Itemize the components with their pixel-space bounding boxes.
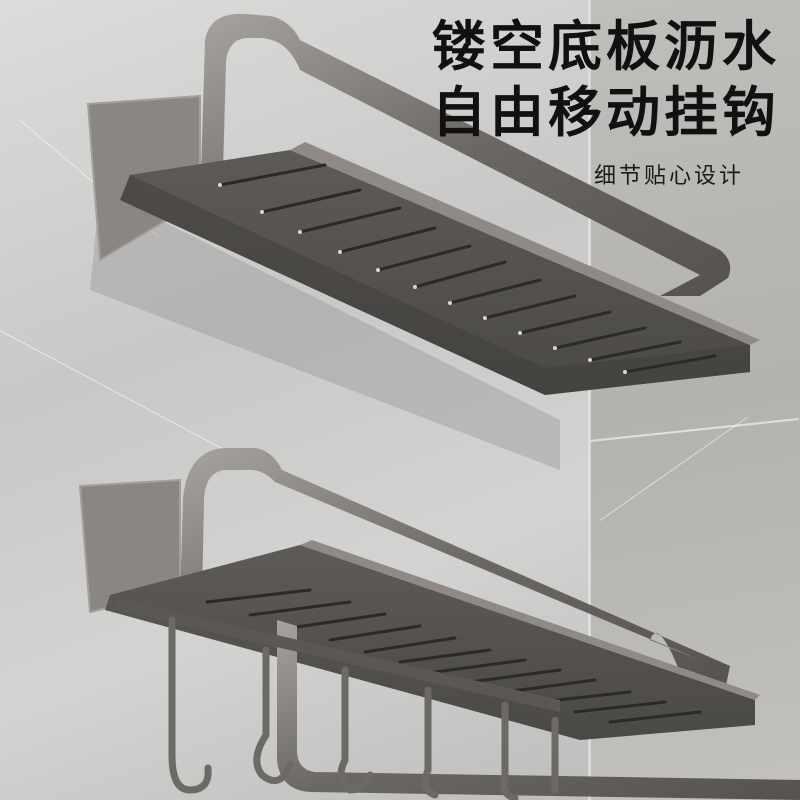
hooks <box>168 616 559 800</box>
tile-seam <box>588 0 591 800</box>
headline-line-2: 自由移动挂钩 <box>432 81 780 144</box>
headline-subtitle: 细节贴心设计 <box>593 164 744 189</box>
product-headline: 镂空底板沥水 自由移动挂钩 细节贴心设计 <box>432 14 780 190</box>
headline-line-1: 镂空底板沥水 <box>432 15 780 78</box>
lower-shelf <box>78 448 800 800</box>
upper-shelf <box>86 13 760 470</box>
